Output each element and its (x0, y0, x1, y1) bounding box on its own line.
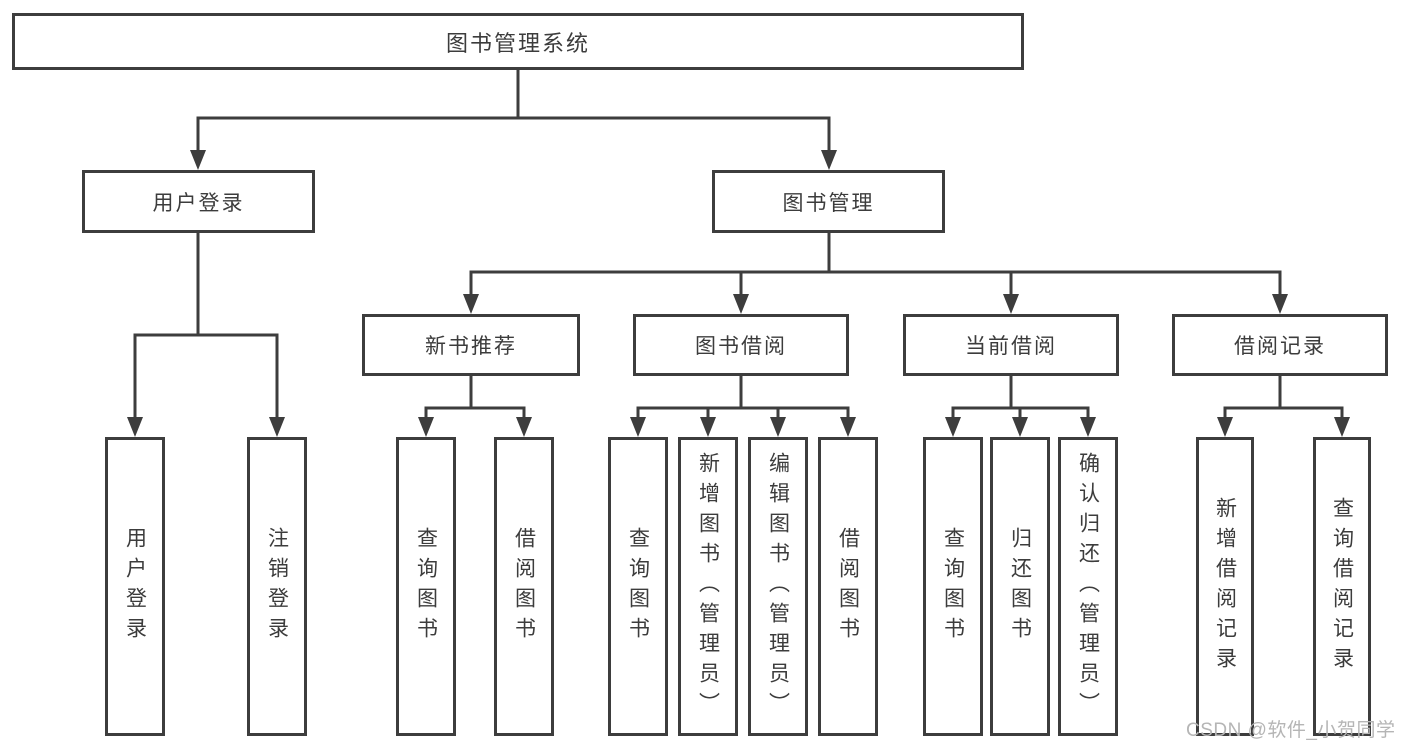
leaf-current-return-books: 归还图书 (990, 437, 1050, 736)
node-label: 借阅图书 (836, 526, 860, 647)
node-label: 编辑图书（管理员） (766, 451, 790, 722)
leaf-user-login: 用户登录 (105, 437, 165, 736)
node-label: 查询借阅记录 (1330, 496, 1354, 677)
leaf-recommend-borrow-books: 借阅图书 (494, 437, 554, 736)
node-label: 图书管理系统 (445, 30, 590, 56)
node-label: 注销登录 (265, 526, 289, 647)
node-label: 借阅图书 (512, 526, 536, 647)
watermark: CSDN @软件_小贺同学 (1186, 720, 1396, 741)
node-label: 新增借阅记录 (1213, 496, 1237, 677)
node-label: 图书借阅 (695, 335, 787, 358)
leaf-logout: 注销登录 (247, 437, 307, 736)
node-label: 用户登录 (152, 191, 245, 215)
node-label: 图书管理 (782, 191, 875, 215)
leaf-borrowing-borrow-books: 借阅图书 (818, 437, 878, 736)
node-label: 当前借阅 (965, 335, 1057, 358)
node-current-borrowing: 当前借阅 (903, 314, 1119, 376)
node-label: 确认归还（管理员） (1076, 451, 1100, 722)
node-label: 用户登录 (123, 526, 147, 647)
leaf-current-confirm-return-admin: 确认归还（管理员） (1058, 437, 1118, 736)
leaf-records-add-borrow-record: 新增借阅记录 (1196, 437, 1254, 736)
node-borrowing-records: 借阅记录 (1172, 314, 1388, 376)
node-label: 新书推荐 (425, 335, 517, 358)
leaf-borrowing-add-book-admin: 新增图书（管理员） (678, 437, 738, 736)
node-new-book-recommendation: 新书推荐 (362, 314, 580, 376)
node-label: 归还图书 (1008, 526, 1032, 647)
node-book-management: 图书管理 (712, 170, 945, 233)
leaf-current-query-books: 查询图书 (923, 437, 983, 736)
node-label: 借阅记录 (1234, 335, 1326, 358)
node-label: 查询图书 (941, 526, 965, 647)
leaf-recommend-query-books: 查询图书 (396, 437, 456, 736)
leaf-records-query-borrow-record: 查询借阅记录 (1313, 437, 1371, 736)
node-library-management-system: 图书管理系统 (12, 13, 1024, 70)
node-label: 查询图书 (414, 526, 438, 647)
node-label: 新增图书（管理员） (696, 451, 720, 722)
node-label: 查询图书 (626, 526, 650, 647)
leaf-borrowing-query-books: 查询图书 (608, 437, 668, 736)
node-user-login: 用户登录 (82, 170, 315, 233)
leaf-borrowing-edit-book-admin: 编辑图书（管理员） (748, 437, 808, 736)
node-book-borrowing: 图书借阅 (633, 314, 849, 376)
